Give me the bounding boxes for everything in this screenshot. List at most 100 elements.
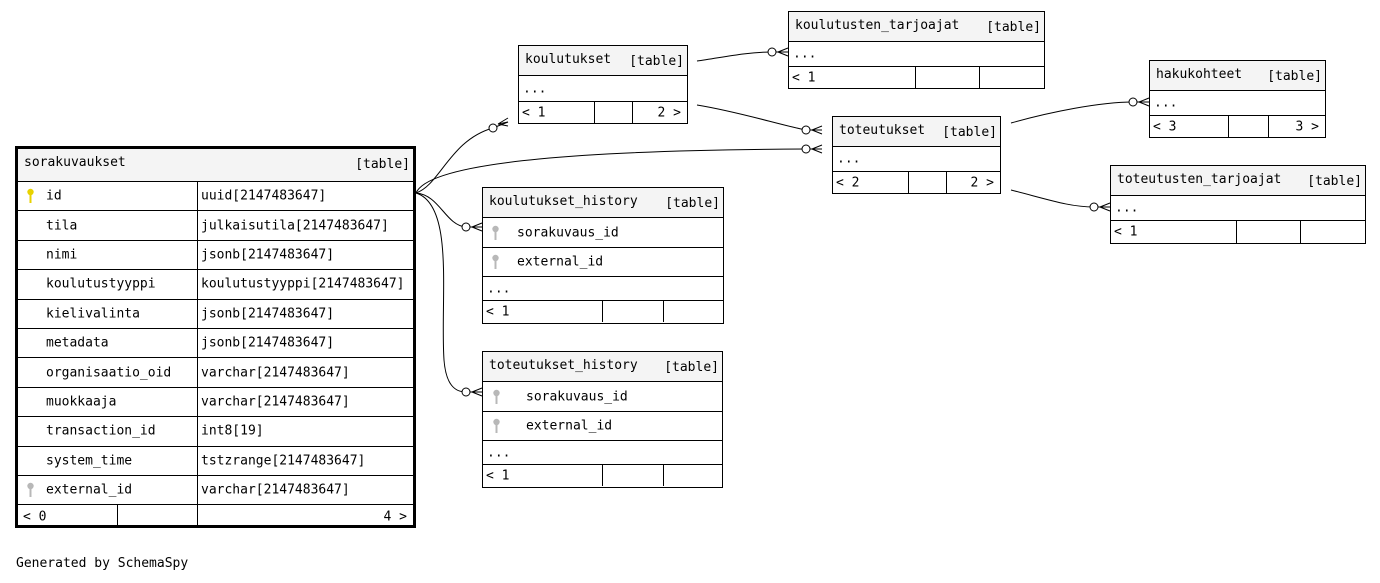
crowfoot-marker [471, 222, 483, 232]
ellipsis: ... [837, 151, 861, 167]
collapsed-columns: ... [483, 276, 723, 300]
crowfoot-marker [471, 387, 483, 397]
table-toteutukset-history[interactable]: toteutukset_history [table] sorakuvaus_i… [482, 351, 723, 488]
table-header: koulutukset [table] [519, 46, 687, 75]
crowfoot-marker [497, 117, 509, 127]
edge-sorakuvaukset-koulutukset [415, 121, 509, 194]
children-count: 3 > [1295, 119, 1319, 134]
table-toteutusten-tarjoajat[interactable]: toteutusten_tarjoajat [table] ... < 1 [1110, 165, 1366, 244]
optional-marker [767, 47, 777, 57]
column-row: system_time tstzrange[2147483647] [18, 445, 413, 475]
column-row: muokkaaja varchar[2147483647] [18, 386, 413, 417]
parents-count: < 3 [1153, 119, 1177, 134]
column-type: varchar[2147483647] [201, 394, 350, 410]
footer-spacer [602, 465, 663, 486]
collapsed-columns: ... [833, 146, 1000, 171]
optional-marker [801, 125, 811, 135]
table-footer: < 2 2 > [833, 171, 1000, 193]
footer-spacer [663, 301, 723, 322]
edge-toteutukset-hakukohteet [1010, 101, 1149, 124]
footer-spacer [663, 465, 722, 486]
table-type-tag: [table] [986, 20, 1041, 35]
column-name: id [46, 188, 62, 204]
optional-marker [461, 222, 471, 232]
column-name: external_id [46, 482, 133, 498]
column-type: koulutustyyppi[2147483647] [201, 276, 405, 292]
optional-marker [1089, 202, 1099, 212]
generated-by-footer: Generated by SchemaSpy [16, 556, 189, 571]
column-type: uuid[2147483647] [201, 188, 327, 204]
optional-marker [461, 387, 471, 397]
crowfoot-marker [1138, 97, 1150, 107]
footer-spacer [915, 67, 979, 88]
edge-koulutukset-toteutukset [696, 104, 822, 131]
children-count: 2 > [657, 105, 681, 120]
table-name: koulutukset [525, 52, 612, 67]
children-count: 4 > [383, 509, 407, 525]
footer-spacer [979, 67, 1044, 88]
table-koulutusten-tarjoajat[interactable]: koulutusten_tarjoajat [table] ... < 1 [788, 11, 1045, 89]
column-type: jsonb[2147483647] [201, 306, 335, 322]
table-header: toteutukset [table] [833, 117, 1000, 146]
footer-spacer [908, 172, 946, 193]
column-name: sorakuvaus_id [526, 389, 628, 404]
column-name: system_time [46, 453, 133, 469]
optional-marker [488, 123, 498, 133]
ellipsis: ... [1154, 95, 1178, 111]
table-toteutukset[interactable]: toteutukset [table] ... < 2 2 > [832, 116, 1001, 194]
column-name: koulutustyyppi [46, 276, 156, 292]
table-type-tag: [table] [665, 196, 720, 211]
column-name: organisaatio_oid [46, 365, 172, 381]
footer-spacer [1300, 221, 1365, 243]
table-footer: < 1 [483, 464, 722, 486]
column-name: external_id [526, 418, 613, 434]
table-footer: < 1 2 > [519, 101, 687, 123]
column-name: external_id [517, 254, 604, 270]
table-name: koulutukset_history [489, 194, 638, 209]
collapsed-columns: ... [519, 75, 687, 101]
column-row: koulutustyyppi koulutustyyppi[2147483647] [18, 269, 413, 299]
table-name: sorakuvaukset [24, 155, 126, 170]
table-koulutukset[interactable]: koulutukset [table] ... < 1 2 > [518, 45, 688, 124]
table-type-tag: [table] [942, 125, 997, 140]
parents-count: < 1 [486, 304, 510, 319]
table-footer: < 1 [789, 66, 1044, 88]
table-hakukohteet[interactable]: hakukohteet [table] ... < 3 3 > [1149, 60, 1326, 138]
table-header: hakukohteet [table] [1150, 61, 1325, 90]
foreign-key-icon [27, 482, 34, 498]
parents-count: < 2 [836, 175, 860, 190]
table-koulutukset-history[interactable]: koulutukset_history [table] sorakuvaus_i… [482, 187, 724, 324]
table-header: toteutukset_history [table] [483, 352, 722, 381]
table-sorakuvaukset[interactable]: sorakuvaukset [table] id uuid[2147483647]… [15, 146, 416, 529]
parents-count: < 1 [486, 468, 510, 483]
table-name: koulutusten_tarjoajat [795, 18, 960, 33]
column-row: external_id [483, 247, 723, 276]
table-footer: < 1 [483, 300, 723, 322]
column-type: varchar[2147483647] [201, 482, 350, 498]
column-row: sorakuvaus_id [483, 217, 723, 247]
crowfoot-marker [777, 47, 789, 57]
collapsed-columns: ... [1111, 195, 1365, 220]
crowfoot-marker [811, 125, 823, 135]
column-row: id uuid[2147483647] [18, 181, 413, 211]
column-type: julkaisutila[2147483647] [201, 218, 389, 234]
table-name: hakukohteet [1156, 67, 1243, 82]
table-name: toteutukset [839, 123, 926, 138]
table-header: toteutusten_tarjoajat [table] [1111, 166, 1365, 195]
column-name: tila [46, 218, 78, 234]
table-footer: < 3 3 > [1150, 115, 1325, 137]
table-type-tag: [table] [1307, 174, 1362, 189]
column-name: kielivalinta [46, 306, 140, 322]
crowfoot-marker [811, 144, 823, 154]
parents-count: < 1 [792, 70, 816, 85]
column-name: transaction_id [46, 423, 156, 439]
table-type-tag: [table] [664, 360, 719, 375]
table-header: sorakuvaukset [table] [18, 149, 413, 181]
optional-marker [1128, 97, 1138, 107]
collapsed-columns: ... [789, 41, 1044, 66]
column-type: tstzrange[2147483647] [201, 453, 366, 469]
column-name: muokkaaja [46, 394, 117, 410]
